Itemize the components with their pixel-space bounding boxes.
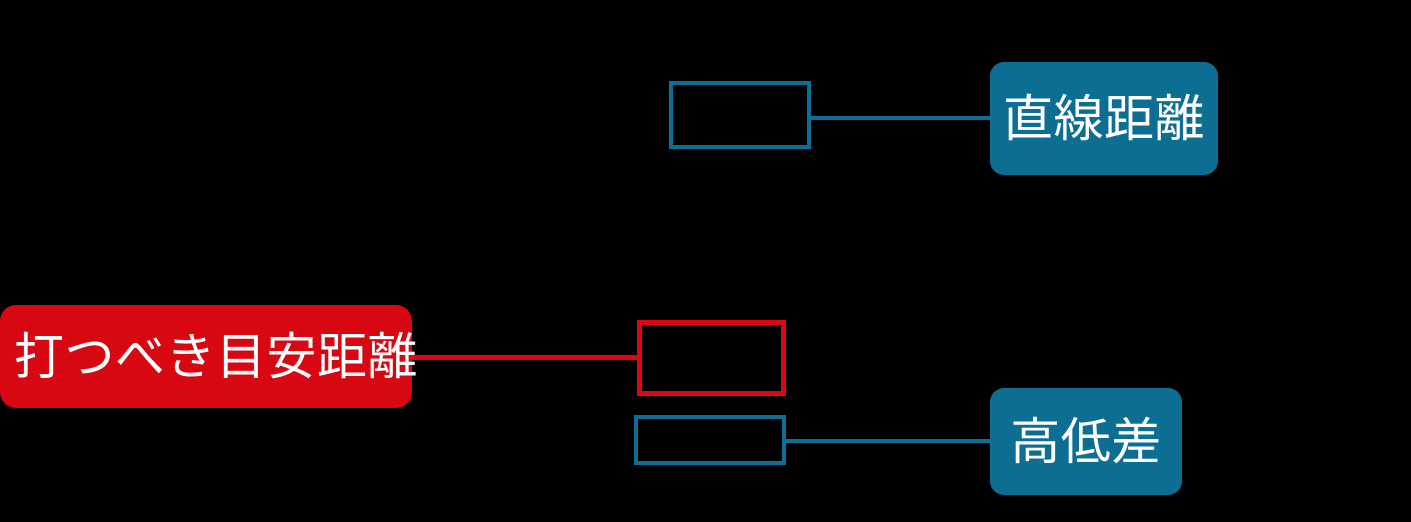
- branch-node-elevation-difference[interactable]: 高低差: [990, 388, 1182, 495]
- connector-slot-top-to-branch-1: [809, 116, 992, 120]
- connector-root-to-slot-mid: [410, 355, 639, 360]
- answer-slot-bottom[interactable]: [634, 415, 786, 465]
- connector-slot-bottom-to-branch-2: [784, 439, 992, 443]
- root-node-target-distance[interactable]: 打つべき目安距離: [0, 305, 418, 408]
- branch-node-straight-distance[interactable]: 直線距離: [990, 62, 1218, 175]
- answer-slot-top[interactable]: [669, 81, 811, 149]
- answer-slot-middle[interactable]: [637, 320, 786, 396]
